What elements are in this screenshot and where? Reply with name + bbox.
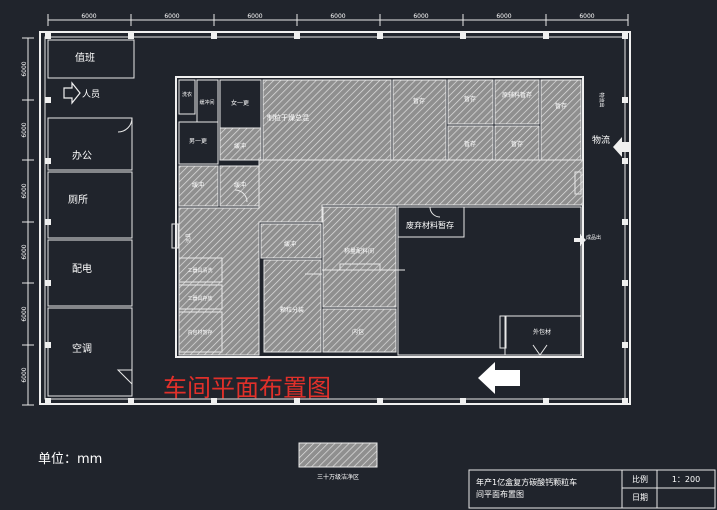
legend: 三十万级洁净区: [298, 442, 378, 481]
top-dim-7: 6000: [579, 13, 594, 20]
top-dimension-line: 6000 6000 6000 6000 6000 6000 6000: [47, 13, 629, 26]
top-dim-3: 6000: [247, 13, 262, 20]
left-dim-2: 6000: [21, 122, 28, 137]
scale-value: 1：200: [672, 475, 700, 484]
personnel-entry: 人员: [63, 81, 100, 105]
left-dimension-line: 6000 6000 6000 6000 6000 6000: [21, 37, 34, 406]
left-dim-4: 6000: [21, 244, 28, 259]
left-dim-1: 6000: [21, 61, 28, 76]
exit-arrow-icon: [574, 234, 586, 246]
top-dim-2: 6000: [164, 13, 179, 20]
top-dim-1: 6000: [81, 13, 96, 20]
room-buffer4: 缓冲: [284, 240, 296, 248]
top-dim-6: 6000: [496, 13, 511, 20]
logistics-arrow-icon: [613, 137, 630, 157]
unit-label: 单位：mm: [38, 452, 102, 467]
room-room3: 内包材暂存: [187, 329, 212, 336]
room-small2: 缓冲间: [199, 99, 214, 106]
top-dim-5: 6000: [413, 13, 428, 20]
room-toilet: 厕所: [68, 194, 88, 206]
left-dim-6: 6000: [21, 367, 28, 382]
room-buffer1: 缓冲: [234, 142, 246, 150]
room-buffer2: 缓冲: [192, 181, 204, 189]
left-rooms: 值班 办公 厕所 配电 空调: [47, 39, 135, 397]
logistics-entry: 物流: [574, 134, 630, 246]
logistics-label-1: 物流: [592, 134, 610, 146]
room-logistics-out: 物流出: [598, 92, 605, 107]
room-change2: 男一更: [189, 138, 207, 145]
clean-workshop: [171, 76, 584, 358]
title-block-name-line1: 年产1亿盒复方碳酸钙颗粒车: [476, 477, 577, 487]
left-dim-5: 6000: [21, 306, 28, 321]
room-waste: 废弃材料暂存: [406, 220, 454, 230]
room-wash: 洁具: [185, 233, 192, 243]
title-block: 年产1亿盒复方碳酸钙颗粒车 间平面布置图 比例 1：200 日期: [468, 469, 716, 509]
scale-label: 比例: [632, 474, 648, 484]
legend-swatch: [298, 442, 378, 468]
room-store6: 暂存: [511, 140, 523, 148]
room-store2: 暂存: [464, 95, 476, 103]
room-room2: 工器具存放: [187, 295, 212, 302]
date-label: 日期: [632, 493, 648, 502]
room-exit: 成品出: [586, 234, 601, 241]
personnel-arrow-icon: [63, 81, 81, 105]
room-room1: 工器具清洗: [187, 267, 212, 274]
room-office: 办公: [72, 149, 92, 162]
outer-walls: [39, 31, 631, 405]
title-block-name-line2: 间平面布置图: [476, 489, 524, 499]
personnel-label: 人员: [82, 89, 100, 100]
room-store1: 暂存: [413, 97, 425, 105]
left-dim-3: 6000: [21, 183, 28, 198]
room-pack: 内包: [352, 328, 364, 336]
room-power: 配电: [72, 262, 92, 275]
room-outer-pack: 外包材: [533, 328, 551, 336]
room-store4: 暂存: [555, 102, 567, 110]
room-labels: 洗衣 缓冲间 女一更 男一更 缓冲 缓冲 缓冲 制粒干燥总混 暂存 暂存 原辅料…: [182, 91, 605, 336]
main-flow-arrow-icon: [478, 362, 520, 394]
room-buffer3: 缓冲: [234, 181, 246, 189]
legend-label: 三十万级洁净区: [317, 473, 359, 481]
room-change1: 女一更: [231, 99, 249, 107]
room-granule: 制粒干燥总混: [267, 113, 309, 122]
top-dim-4: 6000: [330, 13, 345, 20]
drawing-title: 车间平面布置图: [163, 374, 331, 402]
room-small1: 洗衣: [182, 91, 192, 98]
room-duty: 值班: [75, 51, 95, 64]
room-hvac: 空调: [72, 342, 92, 355]
room-store5: 暂存: [464, 140, 476, 148]
room-store3: 原辅料暂存: [502, 91, 532, 99]
room-granule2: 颗粒分装: [280, 306, 304, 314]
room-prep: 称量配料间: [344, 247, 374, 255]
